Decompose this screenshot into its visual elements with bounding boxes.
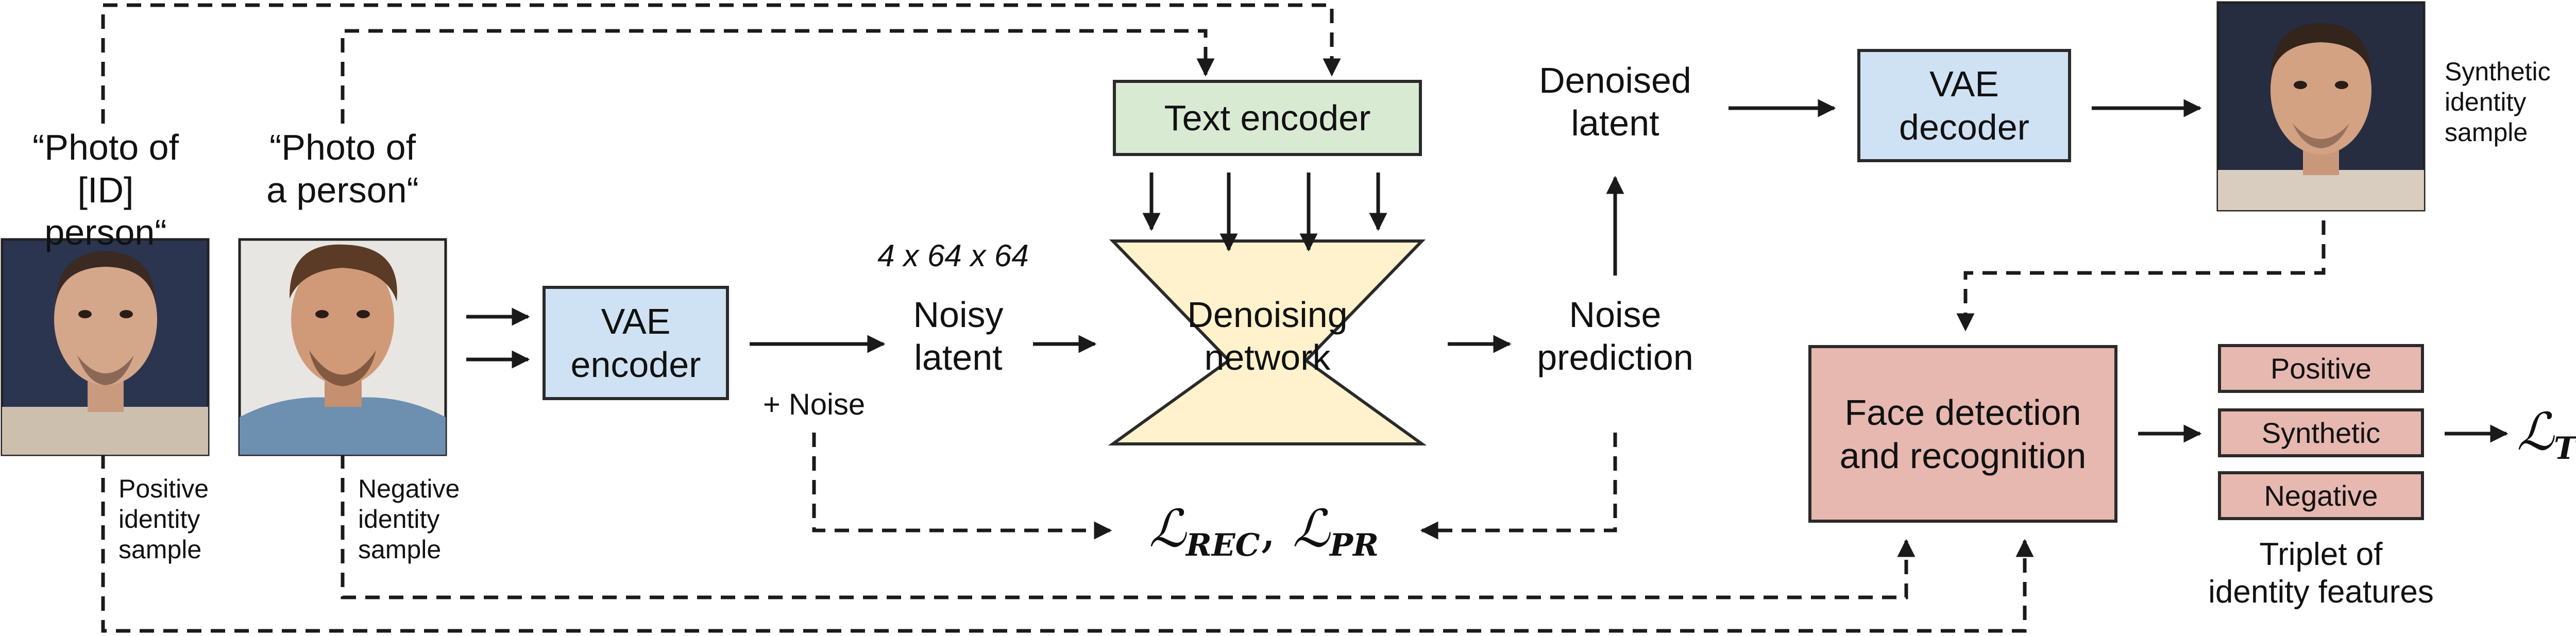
vae-encoder-block: VAE encoder [543, 286, 729, 400]
denoising-network-label: Denoising network [1187, 295, 1348, 377]
denoising-network-shape [1108, 239, 1427, 445]
vae-decoder-block: VAE decoder [1857, 49, 2071, 162]
positive-prompt: “Photo of [ID] person“ [32, 127, 179, 253]
denoised-latent-label: Denoised latent [1539, 60, 1691, 143]
dashed-noise-to-loss [812, 433, 1112, 540]
loss-tid-symbol: ℒ [2517, 402, 2554, 462]
triplet-label: Triplet of identity features [2208, 537, 2434, 610]
dashed-negative-prompt-to-text-encoder [341, 29, 1215, 124]
noise-prediction-label: Noise prediction [1537, 295, 1693, 377]
loss-pr-symbol: ℒ [1292, 499, 1330, 559]
positive-identity-photo [1, 238, 210, 456]
loss-rec-symbol: ℒ [1149, 499, 1187, 559]
triplet-negative: Negative [2218, 471, 2424, 520]
text-encoder-block: Text encoder [1113, 80, 1422, 156]
loss-tid: ℒTID [2517, 402, 2576, 467]
noisy-latent-label: Noisy latent [913, 295, 1004, 377]
face-recognition-block: Face detection and recognition [1808, 345, 2117, 523]
synthetic-sample-label: Synthetic identity sample [2445, 57, 2551, 147]
noise-label: + Noise [762, 388, 866, 421]
negative-prompt: “Photo of a person“ [266, 127, 419, 210]
positive-sample-label: Positive identity sample [118, 474, 209, 564]
dashed-positive-prompt-to-text-encoder [101, 3, 1341, 124]
negative-sample-label: Negative identity sample [358, 474, 460, 564]
loss-rec-subscript: REC [1186, 527, 1260, 563]
loss-tid-subscript: TID [2554, 431, 2576, 467]
latent-shape-label: 4 x 64 x 64 [877, 238, 1029, 273]
dashed-negative-sample-to-face [341, 454, 1916, 599]
loss-pr-subscript: PR [1330, 527, 1379, 563]
dashed-positive-sample-to-face [101, 454, 2034, 633]
loss-rec-pr: ℒREC, ℒPR [1149, 499, 1379, 563]
synthetic-identity-photo [2216, 1, 2426, 212]
negative-identity-photo [238, 238, 447, 456]
triplet-positive: Positive [2218, 344, 2424, 393]
dashed-synthetic-to-face [1956, 220, 2326, 332]
triplet-synthetic: Synthetic [2218, 408, 2424, 457]
dashed-prediction-to-loss [1420, 433, 1617, 540]
